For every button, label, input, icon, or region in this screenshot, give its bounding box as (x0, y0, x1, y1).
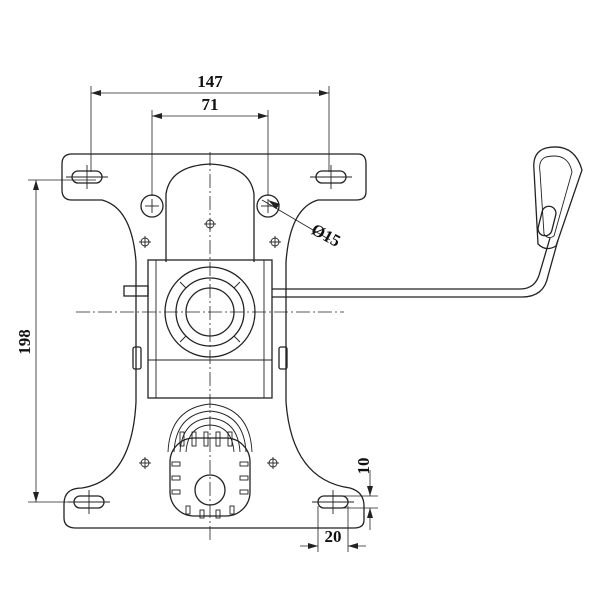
lever-handle (533, 146, 583, 250)
base-plate-outline (61, 153, 367, 529)
dimension-147-lines (90, 86, 330, 172)
lever-grip (537, 205, 557, 237)
dimension-slot-length: 20 (325, 527, 342, 546)
dimension-slot-offset: 10 (354, 458, 373, 475)
side-stub-left (123, 285, 149, 297)
diameter-leader (261, 199, 331, 241)
dimension-198-lines (28, 179, 96, 503)
dimension-overall-width: 147 (197, 72, 223, 91)
side-knob-right (278, 346, 288, 370)
lever-arm (272, 237, 559, 298)
dimension-hole-diameter: Ø15 (308, 220, 344, 251)
dimension-10-lines (340, 470, 378, 530)
dimension-hole-spacing: 71 (202, 95, 219, 114)
cylinder-ribs (179, 281, 241, 343)
lever-handle-inner (539, 155, 573, 239)
small-bolts (139, 218, 281, 469)
side-knob-left (132, 346, 142, 370)
dimension-overall-height: 198 (15, 329, 34, 355)
tension-knob-teeth (171, 431, 249, 519)
dimension-71-lines (151, 110, 269, 196)
dimension-20-lines (300, 506, 366, 552)
